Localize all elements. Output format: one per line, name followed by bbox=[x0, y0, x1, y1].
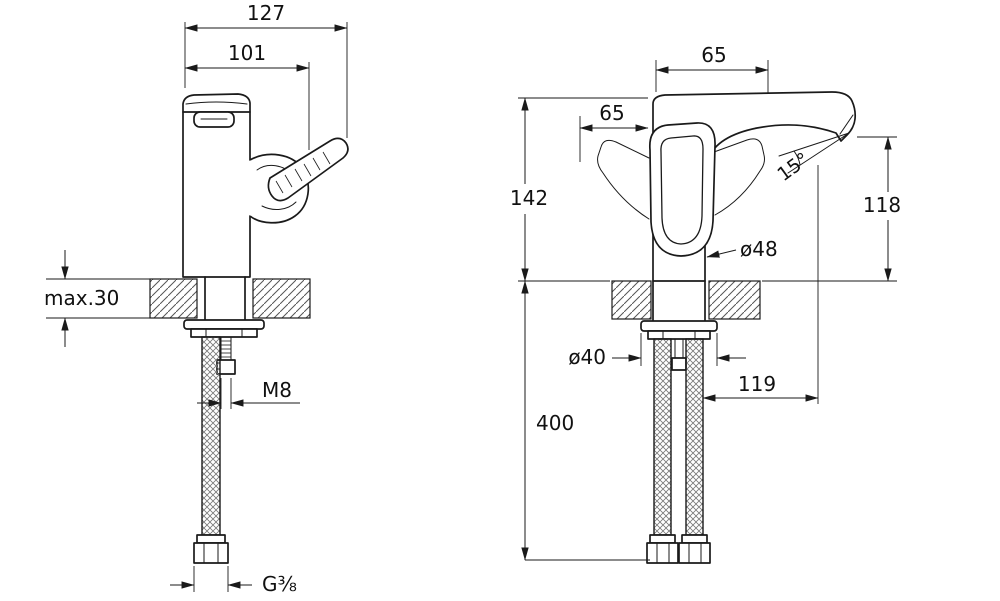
dimension-spout-angle: 15° bbox=[773, 132, 850, 186]
handle-wing-left bbox=[597, 139, 650, 220]
dim-hose-400: 400 bbox=[536, 411, 574, 435]
dimension-height-142: 142 bbox=[510, 97, 648, 282]
mounting-nut-front bbox=[647, 330, 711, 340]
handle-lever bbox=[267, 137, 349, 202]
dimension-hose-length: 400 bbox=[521, 280, 650, 561]
angle-arc bbox=[793, 150, 801, 166]
side-view: 127 101 max.30 M8 G⅜ bbox=[44, 1, 349, 596]
dimension-body-width: 101 bbox=[184, 41, 310, 150]
dimension-handle-width: 65 bbox=[579, 101, 649, 162]
dim-thread-g38: G⅜ bbox=[262, 572, 297, 596]
lever-shading-lines bbox=[275, 151, 331, 194]
handle-wing-right bbox=[713, 138, 765, 216]
handle-side bbox=[249, 137, 349, 224]
mounting-washer bbox=[183, 319, 265, 330]
dim-angle-15: 15° bbox=[773, 148, 813, 186]
faucet-side-outline bbox=[182, 93, 251, 321]
mounting-nut bbox=[190, 328, 258, 338]
shank-front bbox=[652, 280, 706, 322]
dim-body-width: 101 bbox=[228, 41, 266, 65]
dim-offset-119: 119 bbox=[738, 372, 776, 396]
spout-mouth-line bbox=[839, 114, 854, 135]
front-view: 65 65 142 400 118 bbox=[510, 43, 901, 564]
supply-hoses-front bbox=[646, 338, 711, 564]
threaded-stud-front bbox=[671, 338, 687, 371]
dim-height-142: 142 bbox=[510, 186, 548, 210]
dim-thread-m8: M8 bbox=[262, 378, 292, 402]
dimension-stud-thread: M8 bbox=[197, 378, 300, 409]
dimension-spout-height: 118 bbox=[762, 136, 901, 282]
dim-dia-40: ø40 bbox=[568, 345, 606, 369]
dimension-top-width: 65 bbox=[655, 43, 769, 93]
mounting-washer-front bbox=[640, 320, 718, 332]
dimension-hose-thread: G⅜ bbox=[170, 566, 297, 596]
mounting-hardware-side bbox=[183, 319, 265, 375]
dim-overall-width: 127 bbox=[247, 1, 285, 25]
dim-spout-top-65: 65 bbox=[701, 43, 726, 67]
shank-side bbox=[204, 276, 246, 321]
dimension-deck-thickness: max.30 bbox=[44, 250, 150, 347]
dimension-overall-width: 127 bbox=[184, 1, 348, 138]
hose-hex-fitting bbox=[193, 542, 229, 564]
dim-handle-65: 65 bbox=[599, 101, 624, 125]
supply-hose-side bbox=[193, 336, 229, 564]
handle-loop-front bbox=[648, 122, 716, 257]
dim-max-deck-thickness: max.30 bbox=[44, 286, 119, 310]
dimension-base-diameter: ø40 bbox=[568, 333, 746, 369]
dim-dia-48: ø48 bbox=[740, 237, 778, 261]
countertop-section-side bbox=[149, 278, 311, 319]
countertop-section-front bbox=[611, 280, 761, 320]
dimension-reach: 119 bbox=[702, 165, 819, 404]
dim-height-118: 118 bbox=[863, 193, 901, 217]
handle-swing-range bbox=[597, 138, 765, 220]
mounting-hardware-front bbox=[640, 320, 718, 371]
hose-hex-fitting-right bbox=[678, 542, 711, 564]
cap-seam-line bbox=[185, 101, 248, 105]
hose-collar bbox=[196, 534, 226, 544]
hose-hex-fitting-left bbox=[646, 542, 679, 564]
dimension-body-diameter: ø48 bbox=[706, 237, 778, 261]
